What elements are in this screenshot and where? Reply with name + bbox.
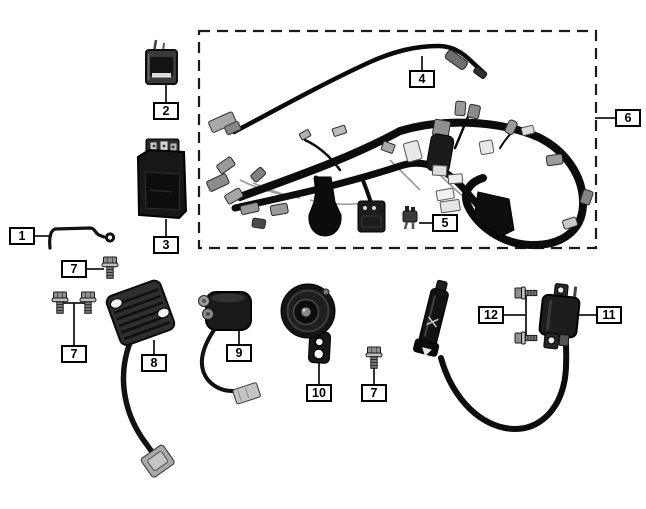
horn-art <box>280 283 336 364</box>
callout-7c[interactable]: 7 <box>361 384 387 402</box>
callout-9[interactable]: 9 <box>226 344 252 362</box>
callout-1[interactable]: 1 <box>9 227 35 245</box>
starter-relay-art <box>198 291 261 405</box>
callout-6[interactable]: 6 <box>615 109 641 127</box>
callout-2[interactable]: 2 <box>153 102 179 120</box>
callout-8[interactable]: 8 <box>141 354 167 372</box>
cdi-unit-art <box>136 138 188 220</box>
callout-7a[interactable]: 7 <box>61 260 87 278</box>
callout-4[interactable]: 4 <box>409 70 435 88</box>
callout-11[interactable]: 11 <box>596 306 622 324</box>
wire-clamp-art <box>48 226 116 250</box>
cable-art <box>208 43 488 136</box>
harness-group-outline <box>197 29 598 250</box>
wiring-harness-art <box>206 100 594 250</box>
callout-3[interactable]: 3 <box>153 236 179 254</box>
callout-12[interactable]: 12 <box>478 306 504 324</box>
rectifier-regulator-art <box>105 279 176 478</box>
callout-5[interactable]: 5 <box>432 214 458 232</box>
relay-art <box>145 39 178 85</box>
callout-10[interactable]: 10 <box>306 384 332 402</box>
ignition-coil-art <box>413 279 581 432</box>
leader-lines <box>35 56 615 384</box>
callout-7b[interactable]: 7 <box>61 345 87 363</box>
fuse-art <box>402 206 418 230</box>
